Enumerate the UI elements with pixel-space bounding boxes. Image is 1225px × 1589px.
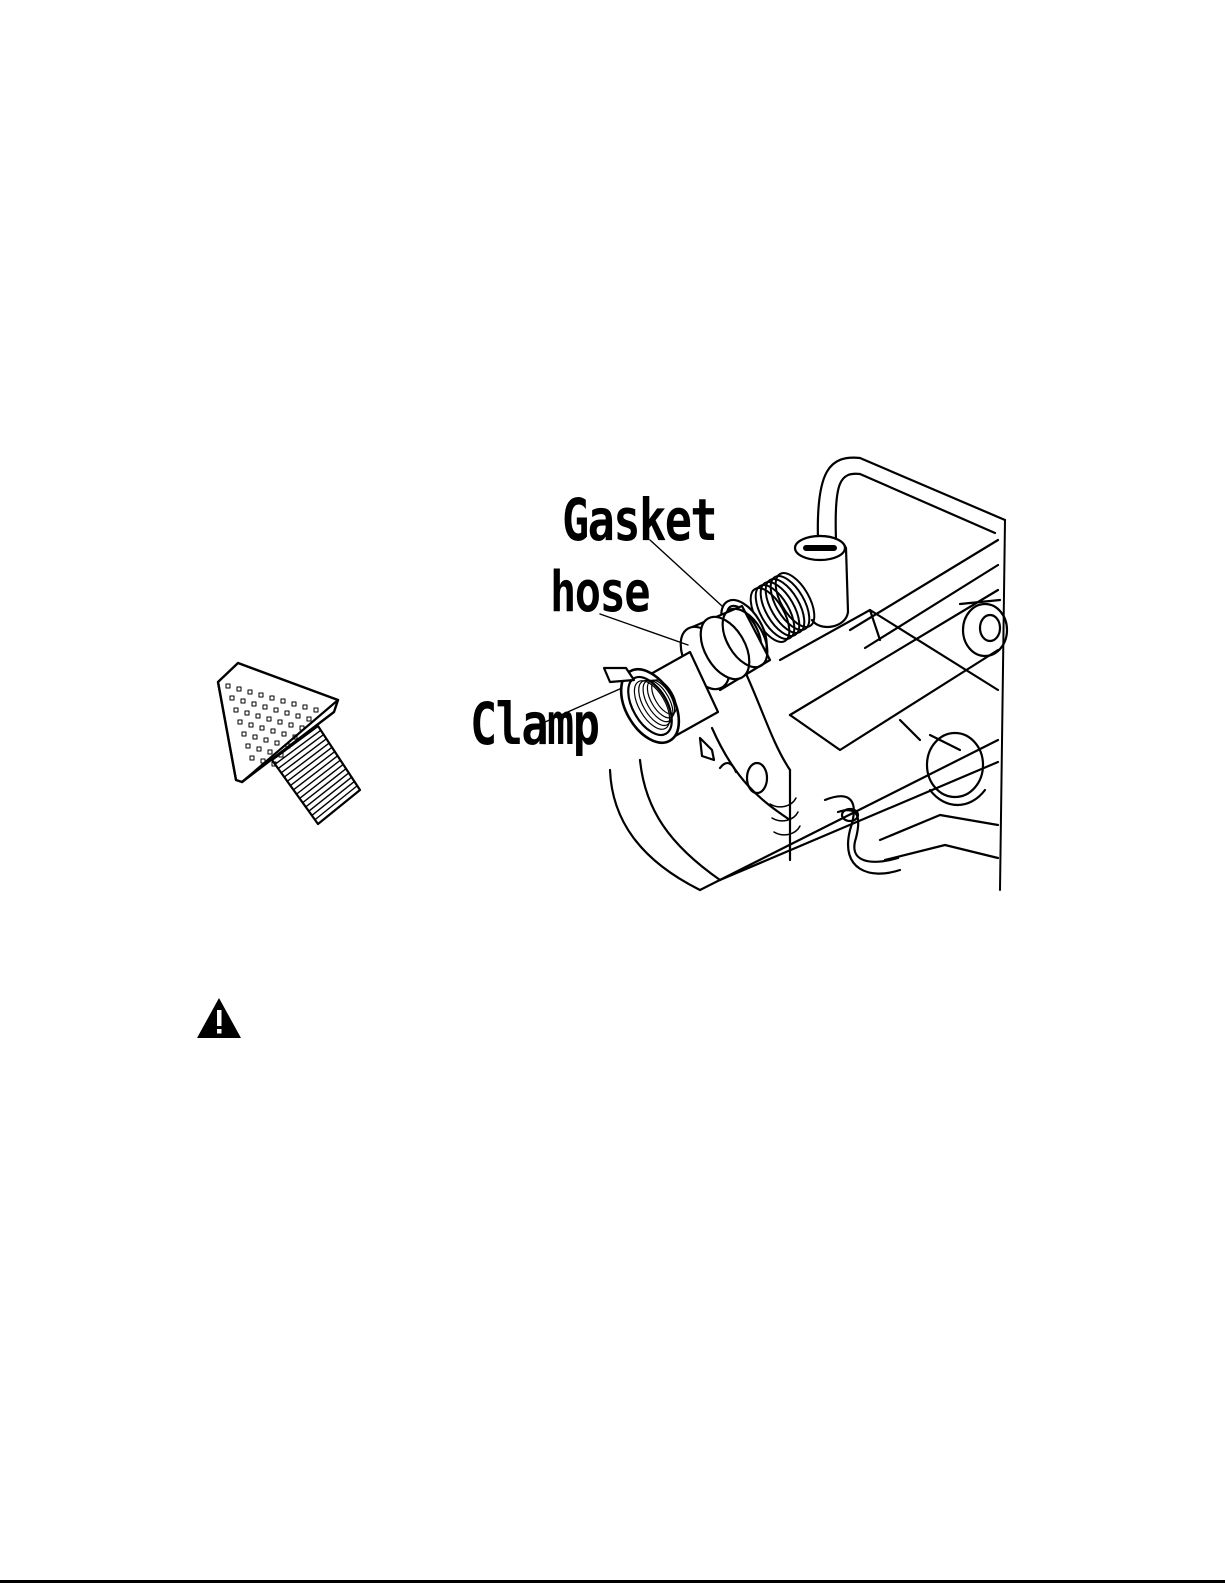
page-bottom-rule xyxy=(0,1580,1225,1583)
clamp-label: Clamp xyxy=(470,690,598,758)
gasket-label: Gasket xyxy=(562,486,716,554)
strainer-icon xyxy=(218,663,360,824)
hose-label: hose xyxy=(550,560,649,625)
warning-icon xyxy=(196,996,242,1040)
